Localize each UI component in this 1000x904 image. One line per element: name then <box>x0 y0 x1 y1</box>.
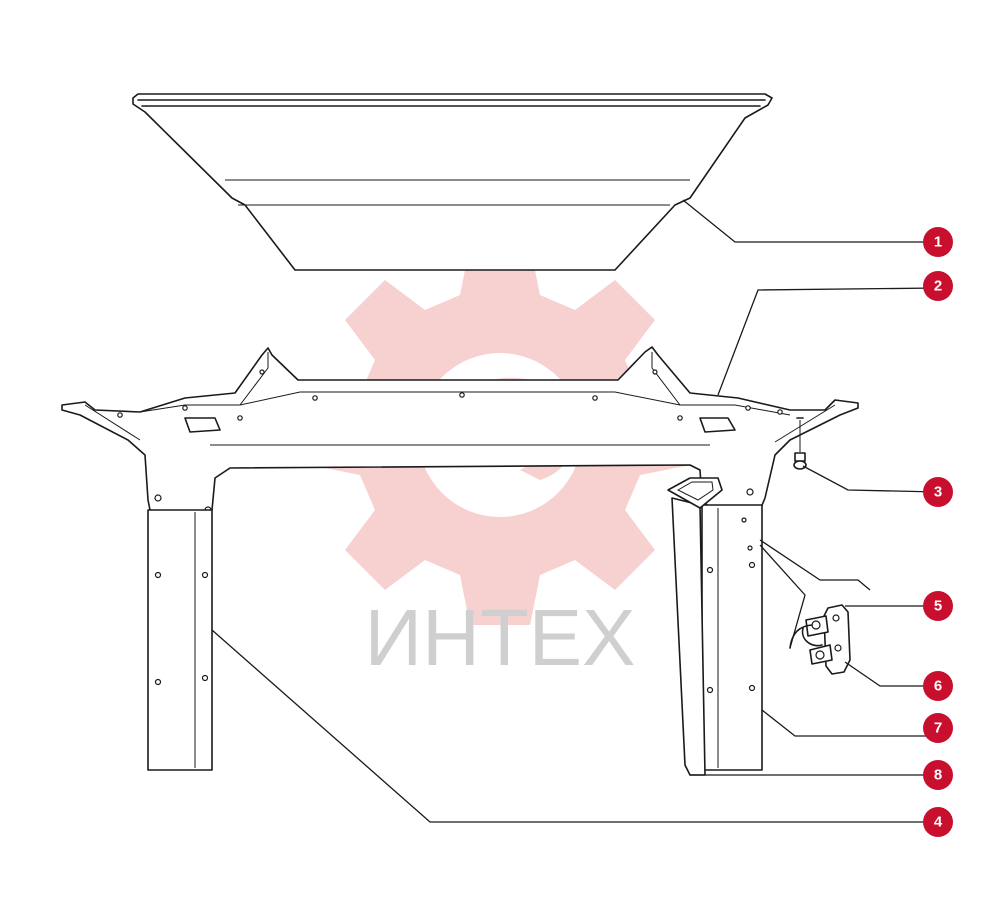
part-canvas-cover <box>132 93 773 271</box>
callout-label: 7 <box>934 720 942 737</box>
callout-label: 8 <box>934 767 942 784</box>
callout-2: 2 <box>923 271 953 301</box>
part-left-leg <box>147 509 213 771</box>
callout-label: 6 <box>934 678 942 695</box>
part-hinge-bracket <box>789 604 851 675</box>
callout-8: 8 <box>923 760 953 790</box>
part-top-frame <box>61 346 859 514</box>
callout-5: 5 <box>923 591 953 621</box>
callout-4: 4 <box>923 807 953 837</box>
callout-3: 3 <box>923 477 953 507</box>
part-screw <box>793 417 807 470</box>
callout-label: 4 <box>934 814 943 831</box>
callout-label: 1 <box>934 234 942 251</box>
leader-lines <box>211 199 939 823</box>
callout-6: 6 <box>923 671 953 701</box>
watermark-text: ИНТЕХ <box>365 593 636 682</box>
part-right-leg <box>701 504 763 771</box>
callout-1: 1 <box>923 227 953 257</box>
callout-label: 3 <box>934 484 942 501</box>
callout-label: 2 <box>934 278 942 295</box>
callout-label: 5 <box>934 598 942 615</box>
callout-7: 7 <box>923 713 953 743</box>
